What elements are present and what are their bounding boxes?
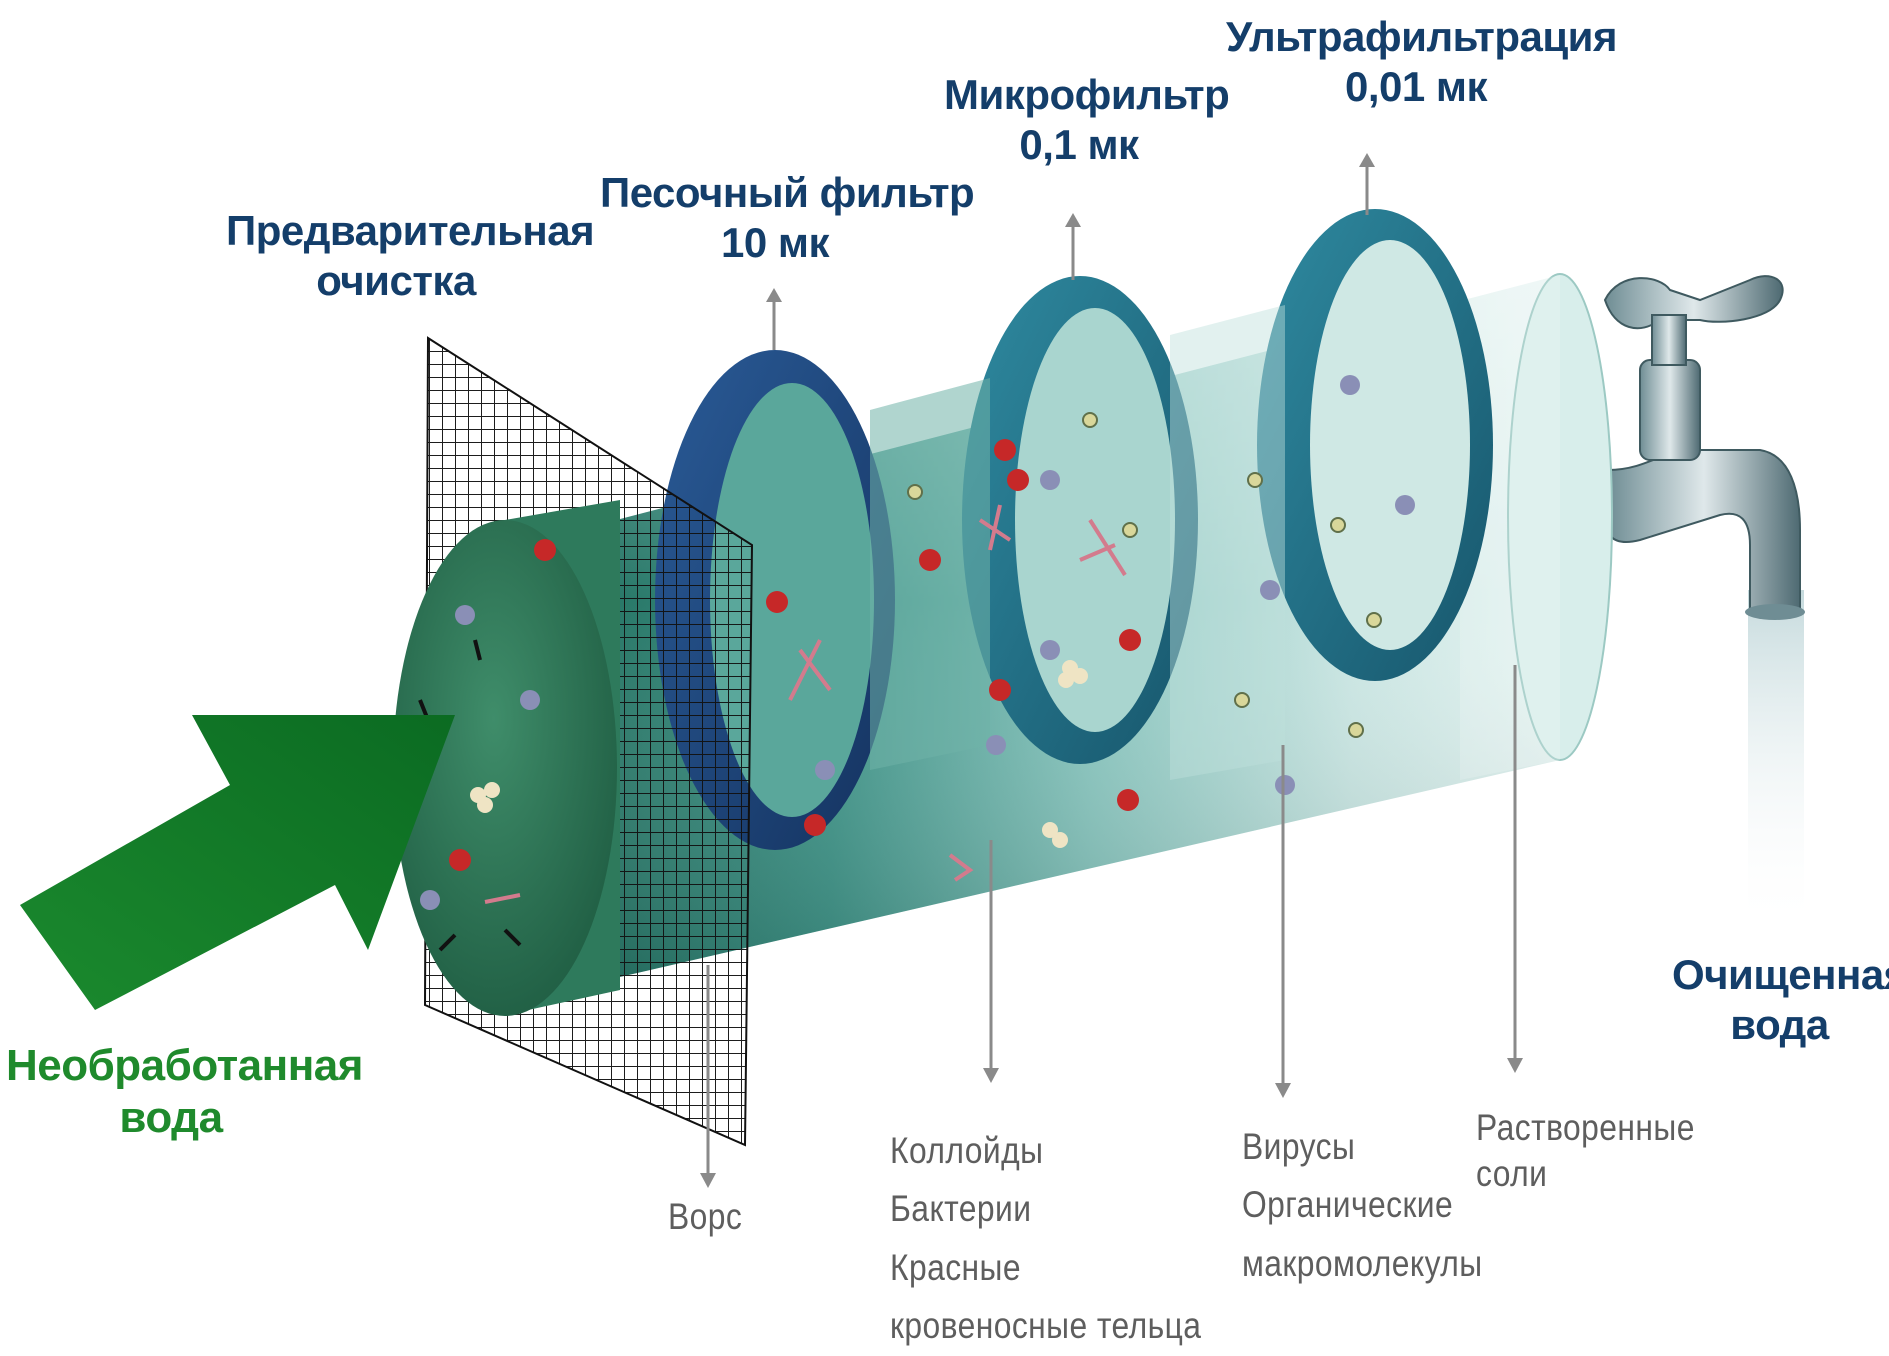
label-ultrafilter-line2: 0,01 мк bbox=[1226, 62, 1606, 112]
water-stream bbox=[1748, 590, 1804, 920]
note-salts: Растворенные соли bbox=[1476, 1105, 1695, 1198]
note-viruses-line1: Вирусы bbox=[1242, 1118, 1483, 1176]
note-colloids: Коллойды Бактерии Красные кровеносные те… bbox=[890, 1122, 1201, 1356]
note-lint: Ворс bbox=[668, 1188, 742, 1246]
note-salts-line1: Растворенные bbox=[1476, 1105, 1695, 1151]
note-lint-line1: Ворс bbox=[668, 1188, 742, 1246]
label-output-water: Очищенная вода bbox=[1672, 950, 1887, 1049]
note-colloids-line3: Красные bbox=[890, 1239, 1201, 1297]
note-viruses: Вирусы Органические макромолекулы bbox=[1242, 1118, 1483, 1293]
label-sand-filter: Песочный фильтр 10 мк bbox=[600, 168, 950, 267]
note-salts-line2: соли bbox=[1476, 1151, 1695, 1197]
input-arrow-icon bbox=[20, 715, 455, 1010]
label-prefilter-line2: очистка bbox=[226, 256, 566, 306]
note-viruses-line3: макромолекулы bbox=[1242, 1235, 1483, 1293]
ultrafilter-ring bbox=[1257, 209, 1493, 681]
faucet-icon bbox=[1605, 276, 1805, 620]
note-colloids-line4: кровеносные тельца bbox=[890, 1297, 1201, 1355]
label-output-water-line2: вода bbox=[1672, 1000, 1887, 1050]
label-microfilter-line1: Микрофильтр bbox=[944, 70, 1214, 120]
note-viruses-line2: Органические bbox=[1242, 1176, 1483, 1234]
label-prefilter-line1: Предварительная bbox=[226, 206, 566, 256]
label-input-water-line1: Необработанная bbox=[6, 1040, 336, 1092]
label-prefilter: Предварительная очистка bbox=[226, 206, 566, 305]
label-sand-filter-line1: Песочный фильтр bbox=[600, 168, 950, 218]
label-input-water-line2: вода bbox=[6, 1092, 336, 1144]
label-microfilter: Микрофильтр 0,1 мк bbox=[944, 70, 1214, 169]
note-colloids-line2: Бактерии bbox=[890, 1180, 1201, 1238]
label-input-water: Необработанная вода bbox=[6, 1040, 336, 1144]
note-colloids-line1: Коллойды bbox=[890, 1122, 1201, 1180]
label-ultrafilter: Ультрафильтрация 0,01 мк bbox=[1226, 12, 1606, 111]
label-microfilter-line2: 0,1 мк bbox=[944, 120, 1214, 170]
label-ultrafilter-line1: Ультрафильтрация bbox=[1226, 12, 1606, 62]
label-output-water-line1: Очищенная bbox=[1672, 950, 1887, 1000]
label-sand-filter-line2: 10 мк bbox=[600, 218, 950, 268]
